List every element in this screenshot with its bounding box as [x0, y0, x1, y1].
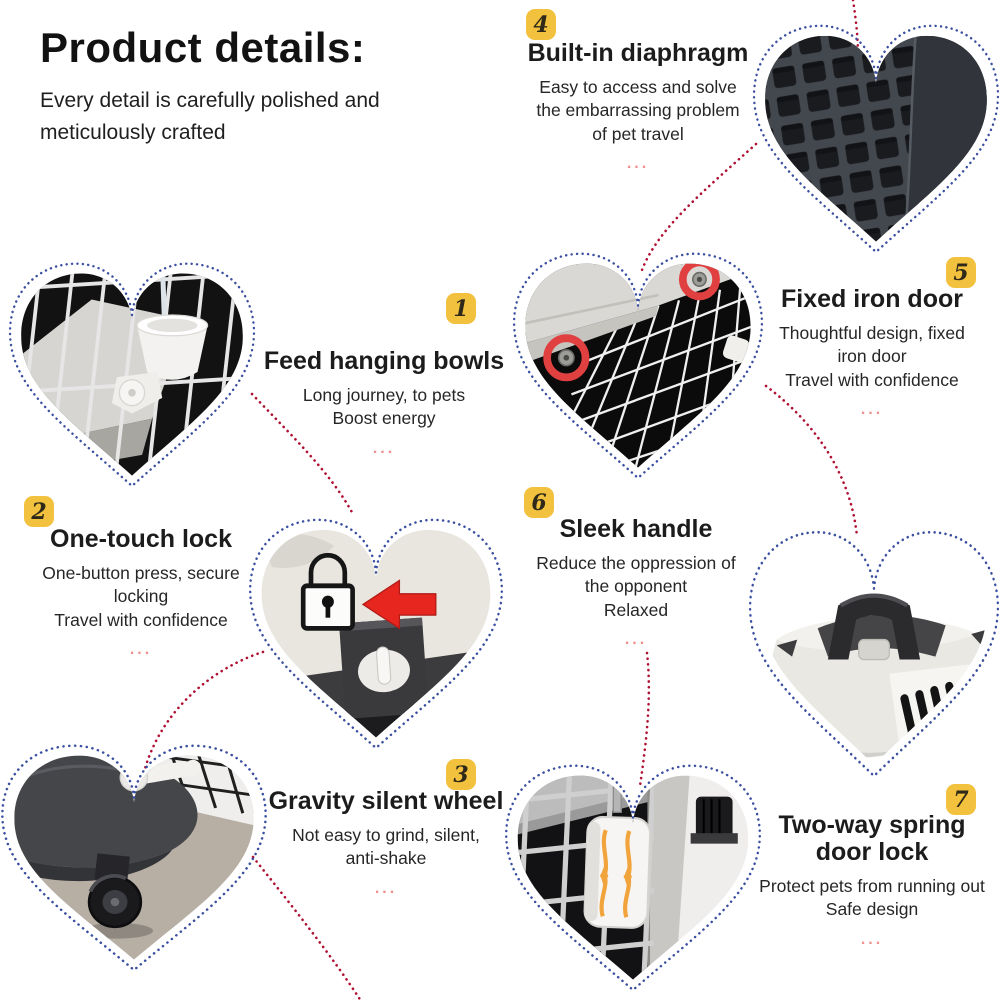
sleek-handle-photo [761, 543, 987, 765]
page-subtitle-line: meticulously crafted [40, 120, 226, 144]
feature-desc-line: anti-shake [345, 848, 427, 869]
separator-dots: ... [372, 439, 396, 457]
spring-arrowheads [599, 865, 632, 888]
feature-description: Not easy to grind, silent, anti-shake [262, 824, 510, 871]
feature-desc-line: Boost energy [332, 408, 436, 429]
feature-description: Long journey, to pets Boost energy [260, 384, 508, 431]
feature-desc-line: the opponent [584, 576, 688, 597]
number-badge-2: 2 [24, 496, 54, 527]
feed-bowl-photo [21, 273, 243, 476]
white-clip [722, 335, 750, 363]
feature-title: Gravity silent wheel [268, 787, 504, 815]
heart-dotted-outline [752, 24, 1000, 254]
feature-desc-line: Relaxed [603, 599, 669, 620]
feature-section-6: Sleek handle Reduce the oppression of th… [512, 516, 760, 648]
number-badge-3: 3 [446, 759, 476, 790]
feature-title: Feed hanging bowls [263, 347, 505, 375]
padlock-icon [300, 552, 355, 631]
spring-lock-photo [517, 775, 749, 980]
silent-wheel-photo [14, 755, 254, 960]
feature-desc-line: Thoughtful design, fixed [779, 323, 965, 343]
separator-dots: ... [374, 879, 398, 897]
feature-section-1: Feed hanging bowls Long journey, to pets… [260, 348, 508, 457]
feature-description: One-button press, secure locking Travel … [16, 562, 266, 632]
feature-section-2: One-touch lock One-button press, secure … [16, 526, 266, 658]
bowl-clamp [111, 372, 163, 414]
heart-photo-one-touch-lock [248, 518, 504, 750]
red-arrow-icon [361, 579, 437, 630]
feature-desc-line: Travel with confidence [54, 609, 228, 630]
feature-desc-line: Long journey, to pets [302, 385, 466, 405]
diaphragm-grid [765, 35, 987, 242]
heart-photo-diaphragm [752, 24, 1000, 254]
separator-dots: ... [860, 930, 884, 948]
vent-grid [889, 662, 987, 750]
feature-desc-line: Not easy to grind, silent, [292, 825, 480, 845]
feature-section-5: Fixed iron door Thoughtful design, fixed… [750, 286, 994, 418]
feature-desc-line: Easy to access and solve [539, 77, 737, 97]
heart-photo-silent-wheel [1, 744, 267, 972]
feature-desc-line: locking [113, 586, 169, 607]
feature-title: Two-way spring door lock [748, 812, 996, 866]
feature-title: Sleek handle [559, 515, 713, 543]
black-knob [690, 796, 738, 844]
feature-desc-line: Travel with confidence [785, 369, 959, 390]
feature-desc-line: One-button press, secure [42, 563, 240, 583]
one-touch-lock-photo [261, 529, 491, 738]
feature-desc-line: Safe design [825, 899, 919, 920]
page-subtitle: Every detail is carefully polished and m… [40, 85, 500, 148]
header: Product details: Every detail is careful… [40, 24, 500, 148]
number-badge-6: 6 [524, 487, 554, 518]
spring-lock-box [583, 815, 652, 929]
caster-wheel [87, 853, 143, 929]
feature-desc-line: of pet travel [592, 123, 684, 144]
number-badge-5: 5 [946, 257, 976, 288]
screw-highlights [543, 263, 720, 382]
number-badge-7: 7 [946, 784, 976, 815]
separator-dots: ... [624, 630, 648, 648]
smooth-tray-corner [906, 35, 987, 221]
feature-description: Reduce the oppression of the opponent Re… [512, 552, 760, 622]
separator-dots: ... [626, 154, 650, 172]
feature-desc-line: the embarrassing problem [536, 100, 740, 121]
feature-section-4: Built-in diaphragm Easy to access and so… [514, 40, 762, 172]
feature-title: Fixed iron door [781, 285, 963, 313]
feature-description: Thoughtful design, fixed iron door Trave… [750, 322, 994, 392]
feature-description: Protect pets from running out Safe desig… [748, 875, 996, 922]
number-badge-1: 1 [446, 293, 476, 324]
feature-section-7: Two-way spring door lock Protect pets fr… [748, 812, 996, 948]
separator-dots: ... [860, 400, 884, 418]
number-badge-4: 4 [526, 9, 556, 40]
page-subtitle-line: Every detail is carefully polished and [40, 89, 380, 112]
feature-description: Easy to access and solve the embarrassin… [514, 76, 762, 146]
feature-title: One-touch lock [50, 525, 232, 553]
feature-title-text: Two-way spring door lock [778, 811, 966, 866]
feature-title: Built-in diaphragm [527, 39, 749, 67]
latch-plate [339, 617, 429, 719]
feature-desc-line: Reduce the oppression of [536, 553, 736, 573]
separator-dots: ... [129, 640, 153, 658]
feature-section-3: Gravity silent wheel Not easy to grind, … [262, 788, 510, 897]
feature-desc-line: iron door [837, 346, 907, 367]
page-title: Product details: [40, 24, 366, 71]
hanging-bowl [136, 314, 209, 380]
carry-handle [827, 593, 921, 660]
iron-door-photo [525, 263, 751, 468]
heart-dotted-outline [8, 262, 256, 488]
heart-photo-sleek-handle [748, 530, 1000, 778]
feature-desc-line: Protect pets from running out [759, 876, 985, 896]
heart-photo-spring-door-lock [504, 764, 762, 992]
heart-photo-fixed-iron-door [512, 252, 764, 480]
heart-photo-feed-bowls [8, 262, 256, 488]
